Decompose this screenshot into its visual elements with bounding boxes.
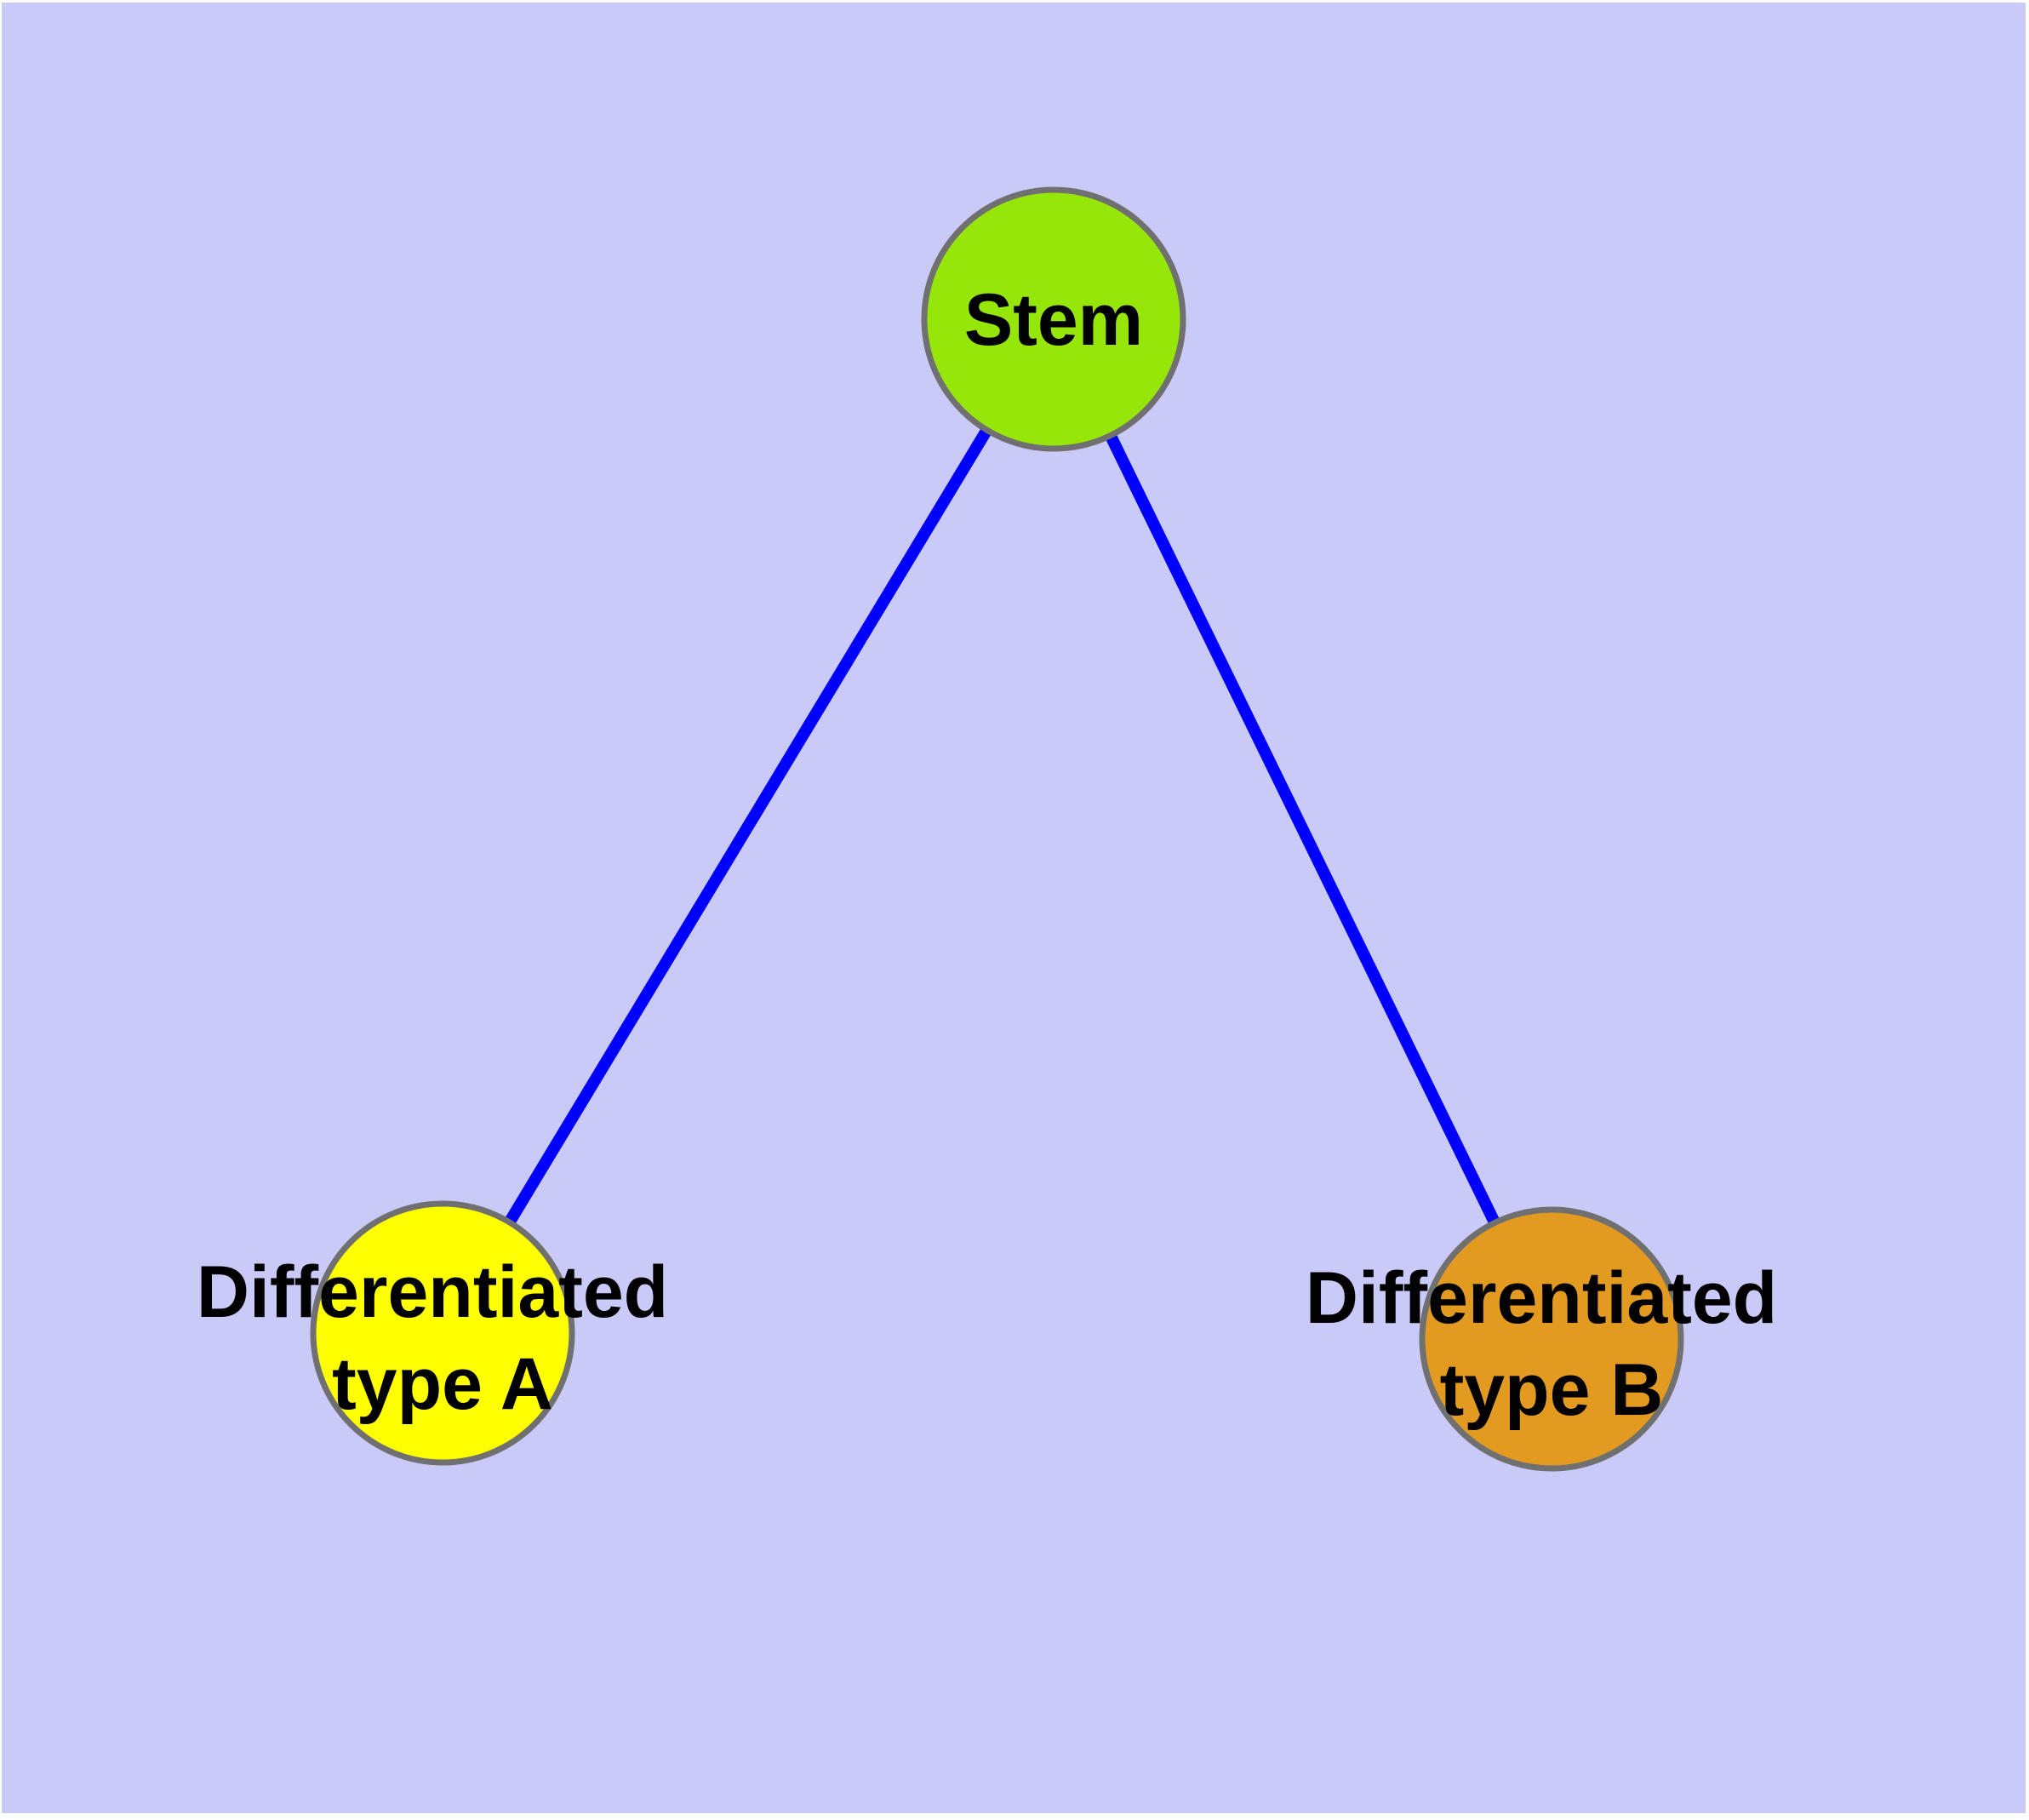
node-type-a-label-line-1: Differentiated: [197, 1251, 668, 1333]
node-stem-label: Stem: [964, 279, 1143, 361]
node-type-b-label-line-1: Differentiated: [1306, 1257, 1777, 1339]
edges-layer: [437, 316, 1557, 1342]
node-differentiated-type-b: Differentiated type B: [1306, 1206, 1798, 1472]
edge-stem-to-type-b: [1048, 316, 1557, 1342]
node-differentiated-type-a: Differentiated type A: [197, 1200, 689, 1466]
node-type-b-label-line-2: type B: [1440, 1349, 1664, 1431]
edge-stem-to-type-a: [437, 316, 1059, 1336]
node-type-a-circle: [310, 1200, 575, 1466]
node-stem: Stem: [921, 186, 1186, 452]
node-type-a-label-line-2: type A: [332, 1343, 553, 1425]
node-stem-circle: [921, 186, 1186, 452]
node-type-a-label: Differentiated type A: [197, 1251, 689, 1425]
node-type-b-label: Differentiated type B: [1306, 1257, 1798, 1431]
node-type-b-circle: [1419, 1206, 1684, 1472]
